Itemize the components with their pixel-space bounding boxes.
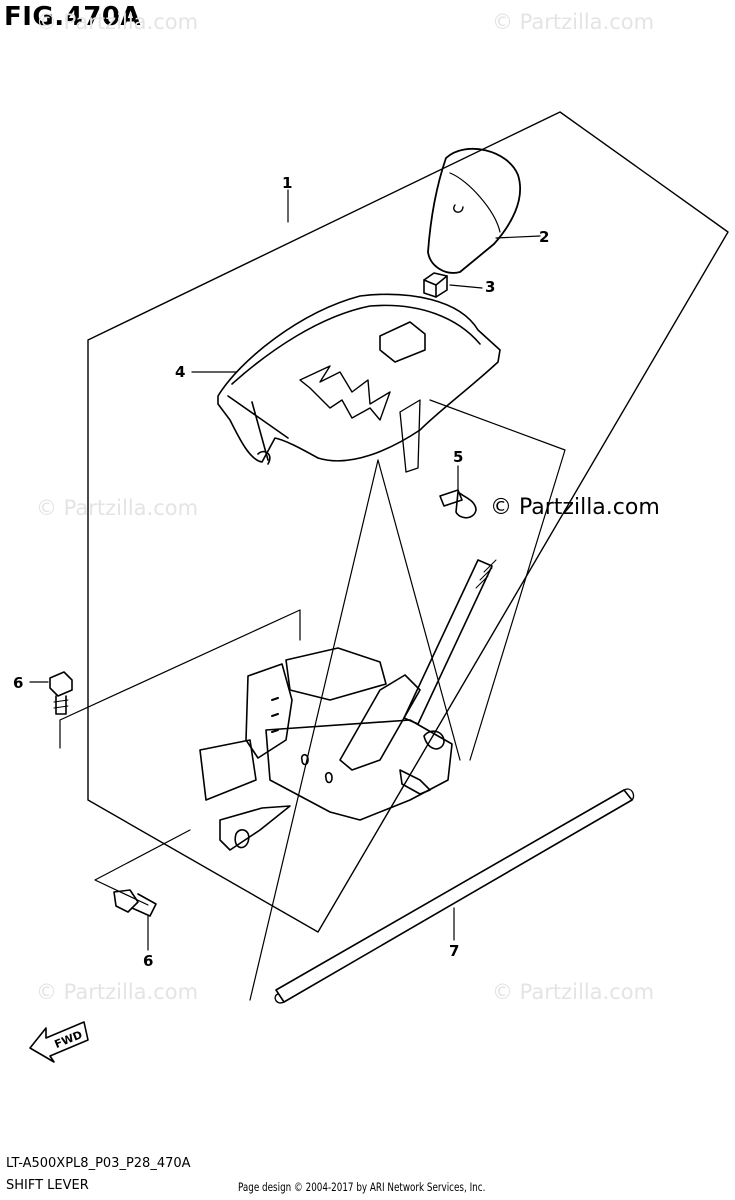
- watermark: © Partzilla.com: [36, 496, 199, 520]
- bolt-6-upper: [49, 671, 73, 715]
- callout-4: 4: [175, 363, 185, 381]
- watermark: © Partzilla.com: [36, 980, 199, 1004]
- callout-7: 7: [449, 942, 459, 960]
- bolt-6-lower: [113, 889, 157, 917]
- figure-description: SHIFT LEVER: [6, 1178, 89, 1193]
- callout-6-upper: 6: [13, 674, 23, 692]
- shift-knob: [427, 148, 521, 274]
- callout-6-lower: 6: [143, 952, 153, 970]
- shift-gate-cover: [217, 293, 501, 473]
- callout-1: 1: [282, 174, 292, 192]
- callout-5: 5: [453, 448, 463, 466]
- page-design-footer: Page design © 2004-2017 by ARI Network S…: [238, 1180, 486, 1194]
- watermark: © Partzilla.com: [492, 980, 655, 1004]
- knob-nut: [423, 272, 448, 298]
- callout-2: 2: [539, 228, 549, 246]
- drawing-code: LT-A500XPL8_P03_P28_470A: [6, 1156, 191, 1171]
- shift-lever-assembly: [199, 559, 497, 851]
- figure-title: FIG.470A: [4, 2, 142, 32]
- bolt-5: [439, 489, 477, 519]
- callout-3: 3: [485, 278, 495, 296]
- shift-rod: [274, 788, 635, 1004]
- watermark: © Partzilla.com: [36, 10, 199, 34]
- fwd-arrow-icon: [29, 1021, 89, 1063]
- watermark: © Partzilla.com: [492, 10, 655, 34]
- watermark-bold: © Partzilla.com: [490, 495, 660, 520]
- assembly-outline: [87, 111, 729, 933]
